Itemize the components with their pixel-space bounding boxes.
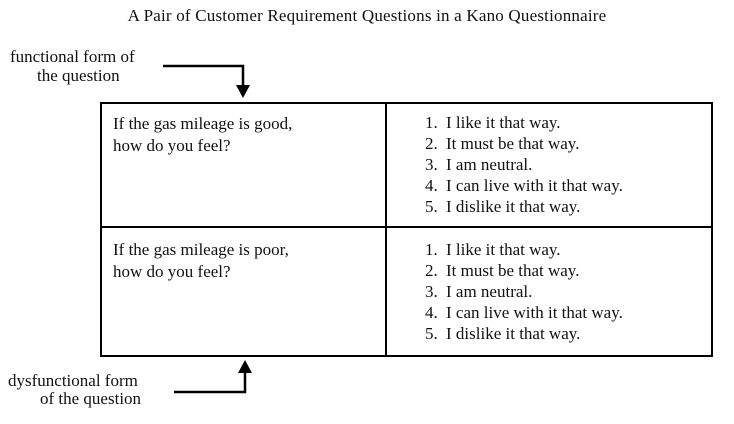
functional-form-label-line2: the question <box>37 66 120 85</box>
option-text: I like it that way. <box>446 240 561 259</box>
option-item: 2. It must be that way. <box>425 260 711 281</box>
functional-form-label: functional form of the question <box>10 47 135 85</box>
option-item: 4. I can live with it that way. <box>425 302 711 323</box>
dysfunctional-form-label-line2: of the question <box>40 389 142 408</box>
option-number: 2. <box>425 261 438 280</box>
option-text: It must be that way. <box>446 134 580 153</box>
option-item: 5. I dislike it that way. <box>425 323 711 344</box>
functional-form-label-line1: functional form of <box>10 47 135 66</box>
option-item: 5. I dislike it that way. <box>425 196 711 217</box>
up-arrow-icon <box>174 360 252 394</box>
option-item: 3. I am neutral. <box>425 154 711 175</box>
option-number: 4. <box>425 176 438 195</box>
question-line: If the gas mileage is good, <box>113 114 293 133</box>
option-item: 1. I like it that way. <box>425 239 711 260</box>
option-number: 5. <box>425 324 438 343</box>
option-number: 3. <box>425 155 438 174</box>
option-text: I can live with it that way. <box>446 176 623 195</box>
option-number: 1. <box>425 240 438 259</box>
dysfunctional-form-label: dysfunctional form of the question <box>8 372 141 408</box>
option-text: I like it that way. <box>446 113 561 132</box>
functional-options-cell: 1. I like it that way. 2. It must be tha… <box>387 104 711 228</box>
option-text: It must be that way. <box>446 261 580 280</box>
option-item: 1. I like it that way. <box>425 112 711 133</box>
option-number: 1. <box>425 113 438 132</box>
functional-question-cell: If the gas mileage is good, how do you f… <box>102 104 387 228</box>
question-line: how do you feel? <box>113 136 231 155</box>
option-number: 5. <box>425 197 438 216</box>
option-item: 3. I am neutral. <box>425 281 711 302</box>
option-item: 2. It must be that way. <box>425 133 711 154</box>
dysfunctional-form-label-line1: dysfunctional form <box>8 371 138 390</box>
down-arrow-icon <box>163 64 250 98</box>
option-text: I am neutral. <box>446 155 533 174</box>
option-number: 3. <box>425 282 438 301</box>
dysfunctional-options-cell: 1. I like it that way. 2. It must be tha… <box>387 228 711 355</box>
kano-question-table: If the gas mileage is good, how do you f… <box>100 102 713 357</box>
dysfunctional-question-cell: If the gas mileage is poor, how do you f… <box>102 228 387 355</box>
option-item: 4. I can live with it that way. <box>425 175 711 196</box>
option-text: I can live with it that way. <box>446 303 623 322</box>
figure-title: A Pair of Customer Requirement Questions… <box>127 6 607 25</box>
option-text: I am neutral. <box>446 282 533 301</box>
option-text: I dislike it that way. <box>446 324 581 343</box>
question-line: If the gas mileage is poor, <box>113 240 289 259</box>
option-number: 2. <box>425 134 438 153</box>
option-text: I dislike it that way. <box>446 197 581 216</box>
option-number: 4. <box>425 303 438 322</box>
question-line: how do you feel? <box>113 262 231 281</box>
